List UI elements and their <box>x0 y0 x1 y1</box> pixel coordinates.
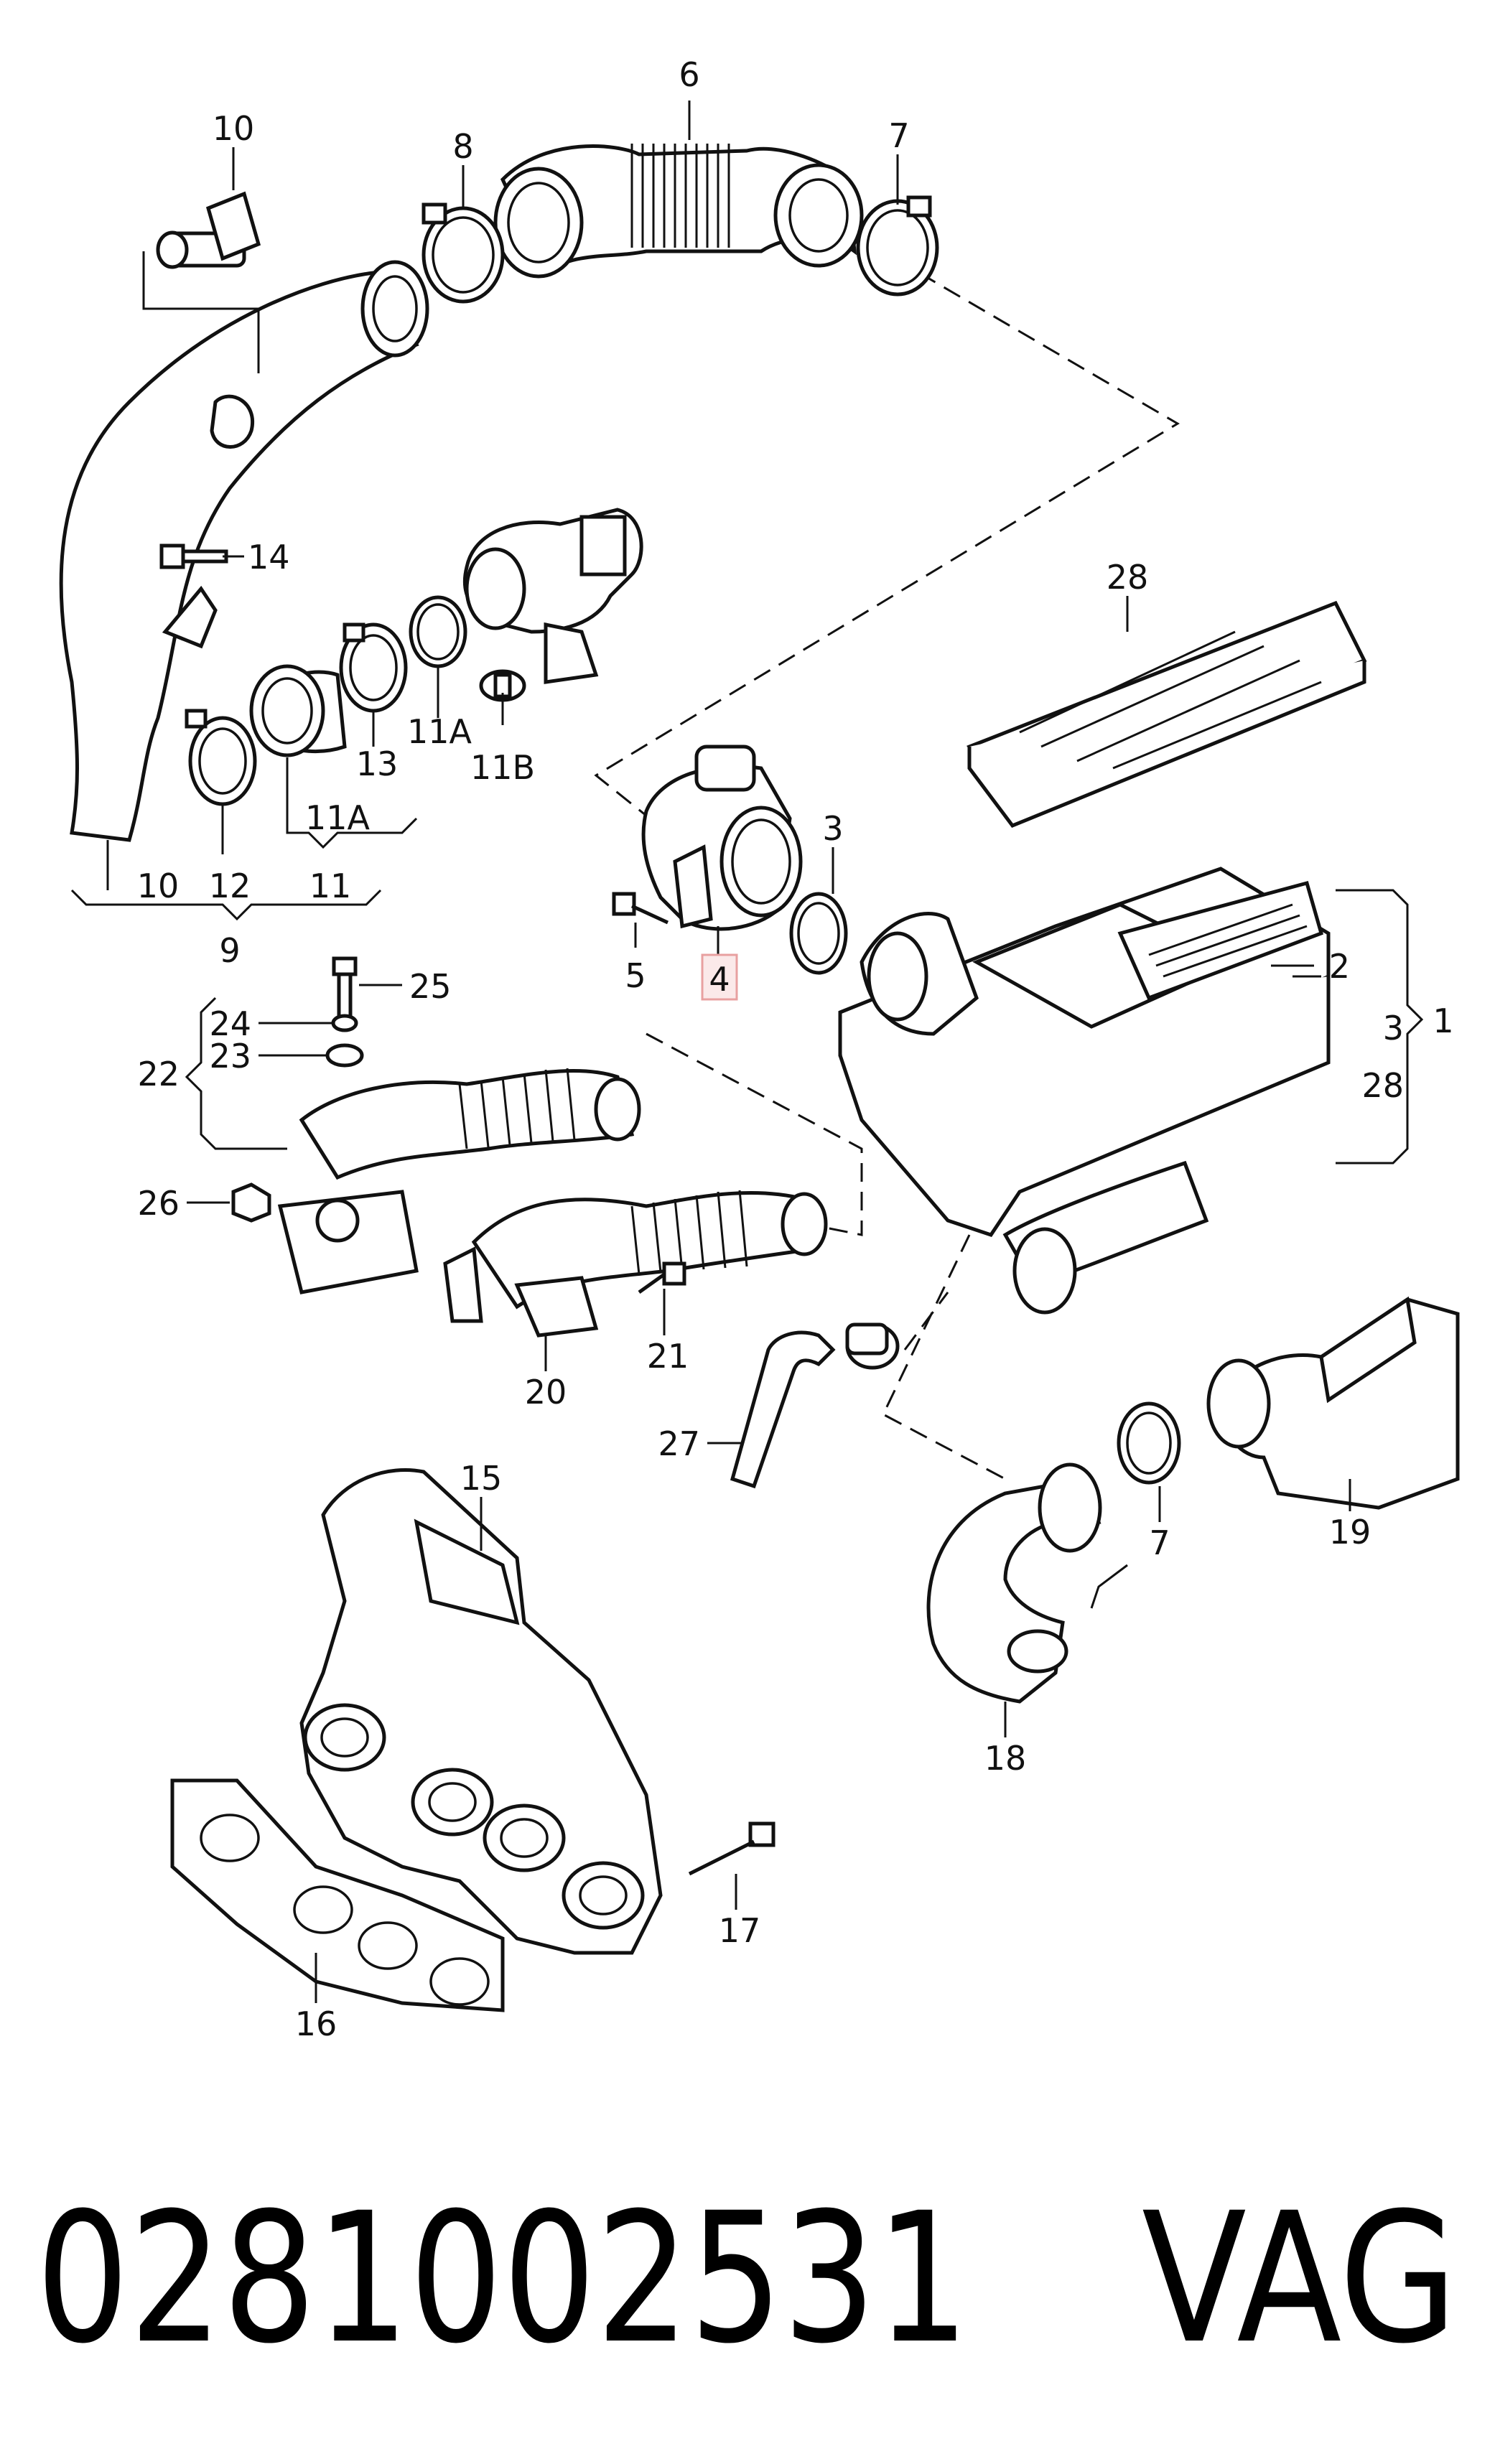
callout-28-top: 28 <box>1107 558 1149 597</box>
brand-name: VAG <box>1142 2174 1458 2383</box>
nut-26 <box>231 1182 271 1223</box>
callout-22: 22 <box>137 1055 180 1093</box>
callout-11: 11 <box>309 867 352 905</box>
callout-3-ring: 3 <box>822 809 843 848</box>
pipe-20 <box>443 1190 828 1338</box>
o-ring-3 <box>789 892 848 975</box>
callout-17: 17 <box>719 1911 761 1950</box>
callout-labels: 6 7 8 10 14 11A 11B 13 11A 10 12 11 9 28… <box>137 55 1454 2043</box>
callout-9: 9 <box>219 931 240 970</box>
callout-7-top: 7 <box>888 116 909 155</box>
screw-5 <box>612 892 669 925</box>
hose-clamp-7-bottom <box>1117 1401 1181 1485</box>
callout-14: 14 <box>248 538 290 577</box>
callout-16: 16 <box>295 2005 337 2043</box>
sleeve-11 <box>249 664 347 757</box>
callout-20: 20 <box>525 1373 567 1411</box>
charge-pipe-10 <box>59 260 429 842</box>
callout-21: 21 <box>647 1337 689 1376</box>
hose-clamp-8 <box>422 202 505 304</box>
callout-28-bottom: 28 <box>1361 1066 1404 1105</box>
callout-6: 6 <box>679 55 699 94</box>
callout-15: 15 <box>460 1459 503 1498</box>
callout-1: 1 <box>1433 1002 1453 1040</box>
callout-12: 12 <box>209 867 251 905</box>
callout-25: 25 <box>409 967 452 1006</box>
corrugated-section <box>630 144 730 248</box>
callout-3-group: 3 <box>1383 1009 1404 1047</box>
callout-11a-ring: 11A <box>407 712 472 751</box>
callout-10-top: 10 <box>213 109 255 148</box>
pipe-22 <box>277 1068 641 1294</box>
bolt-21 <box>638 1261 686 1294</box>
highlight-box-4 <box>701 953 738 1001</box>
hose-clamp-12 <box>185 709 257 806</box>
air-duct-19 <box>1206 1296 1460 1510</box>
hose-clamp-13 <box>339 622 408 713</box>
o-ring-11a <box>409 595 467 668</box>
callout-18: 18 <box>984 1739 1027 1778</box>
washer-23 <box>325 1043 364 1068</box>
leader-lines <box>106 101 1351 2003</box>
connector-10 <box>156 191 261 269</box>
intake-hose-18 <box>926 1462 1102 1704</box>
callout-11b: 11B <box>470 748 535 787</box>
part-caption: 0281002531 VAG <box>36 2174 1458 2383</box>
washer-24 <box>331 1014 358 1032</box>
filter-lid-ribs <box>1148 903 1308 978</box>
intake-hose-6 <box>493 144 864 279</box>
air-filter-element-28 <box>967 600 1367 829</box>
turbocharger <box>462 508 643 684</box>
assembly-dashed-lines <box>594 271 1180 1480</box>
exhaust-manifold-15 <box>299 1468 663 1955</box>
callout-23: 23 <box>209 1037 251 1075</box>
air-filter-housing-1 <box>838 867 1331 1315</box>
callout-5: 5 <box>625 956 646 995</box>
manifold-gasket-16 <box>170 1778 505 2012</box>
callout-10-bottom: 10 <box>137 867 180 905</box>
callout-11a-group: 11A <box>305 798 371 837</box>
bolt-25 <box>332 956 358 1019</box>
callout-27: 27 <box>658 1424 700 1463</box>
callout-2: 2 <box>1329 947 1350 986</box>
callout-24: 24 <box>209 1004 251 1043</box>
callout-26: 26 <box>137 1184 180 1223</box>
air-mass-meter-4 <box>641 745 803 931</box>
callout-7-bottom: 7 <box>1149 1523 1170 1562</box>
callout-19: 19 <box>1329 1513 1371 1551</box>
callout-13: 13 <box>356 745 399 783</box>
breather-hose-27 <box>730 1322 900 1489</box>
hose-clamp-7-top <box>856 195 939 297</box>
part-number: 0281002531 <box>36 2174 969 2383</box>
callout-8: 8 <box>452 127 473 166</box>
bolt-17 <box>688 1821 776 1876</box>
callout-4: 4 <box>709 960 730 999</box>
plug-11b <box>479 669 526 702</box>
